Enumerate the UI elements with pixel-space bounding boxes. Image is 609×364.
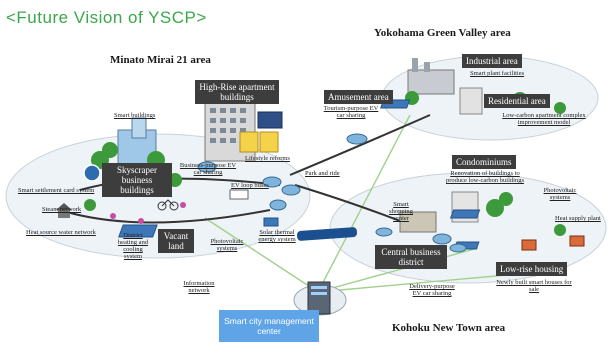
note-steam-network: Steam network [42,206,82,213]
area-title-kohoku: Kohoku New Town area [392,322,506,334]
label-amusement: Amusement area [324,90,393,104]
note-smart-shopping: Smart shopping center [389,201,413,222]
area-title-green-valley: Yokohama Green Valley area [374,27,511,39]
label-residential: Residential area [484,94,550,108]
note-heat-supply-plant: Heat supply plant [555,215,601,222]
note-smart-plant: Smart plant facilities [470,70,525,77]
note-renovation: Renovation of buildings to produce low-c… [446,170,524,184]
note-heat-source-water: Heat source water network [26,229,96,236]
shopping-center-icon [399,211,437,233]
label-condominiums: Condominiums [452,155,516,169]
residential-building-icon [459,87,483,115]
server-icon [307,281,331,315]
note-solar-thermal: Solar thermal energy system [258,229,296,243]
note-ev-loop-buses: EV loop buses [231,182,269,189]
note-smart-buildings: Smart buildings [114,112,156,119]
note-newly-built-houses: Newly built smart houses for sale [496,279,572,293]
lifestyle-people-icon [239,131,279,153]
tree-icon-kohoku [486,192,566,236]
note-tourism-ev-sharing: Tourism-purpose EV car sharing [323,105,379,119]
note-district-hvac: District heating and cooling system [117,232,149,260]
globe-icon [83,164,101,182]
note-photovoltaic-kohoku: Photovoltaic systems [543,187,577,201]
note-information-network: Information network [183,280,215,294]
house-icon-kohoku [521,235,585,251]
note-photovoltaic-mm: Photovoltaic systems [210,238,244,252]
car-icon-kohoku [375,227,467,253]
solar-panel-icon [118,217,279,238]
page-title: <Future Vision of YSCP> [6,8,207,27]
smart-city-management-center: Smart city management center [219,310,319,342]
note-business-ev-sharing: Business-purpose EV car sharing [179,162,237,176]
label-high-rise: High-Rise apartment buildings [195,80,279,104]
label-central-business: Central business district [375,245,447,269]
bicycle-icon [157,199,179,211]
area-title-minato: Minato Mirai 21 area [110,54,211,66]
note-park-and-ride: Park and ride [305,170,340,177]
note-low-carbon-apartment: Low-carbon apartment complex improvement… [502,112,586,126]
label-industrial: Industrial area [462,54,522,68]
train-icon [296,227,358,241]
note-delivery-ev-sharing: Delivery-purpose EV car sharing [409,283,455,297]
label-low-rise: Low-rise housing [496,262,568,276]
bus-icon [229,189,249,200]
note-smart-settlement: Smart settlement card system [18,187,95,194]
house-icon-vacant [56,203,72,218]
label-vacant-land: Vacant land [158,229,194,253]
car-icon [197,133,368,211]
note-lifestyle-reforms: Lifestyle reforms [245,155,290,162]
factory-icon [407,58,455,95]
wind-turbine-icon [110,202,186,224]
label-skyscraper: Skyscraper business buildings [102,163,172,197]
